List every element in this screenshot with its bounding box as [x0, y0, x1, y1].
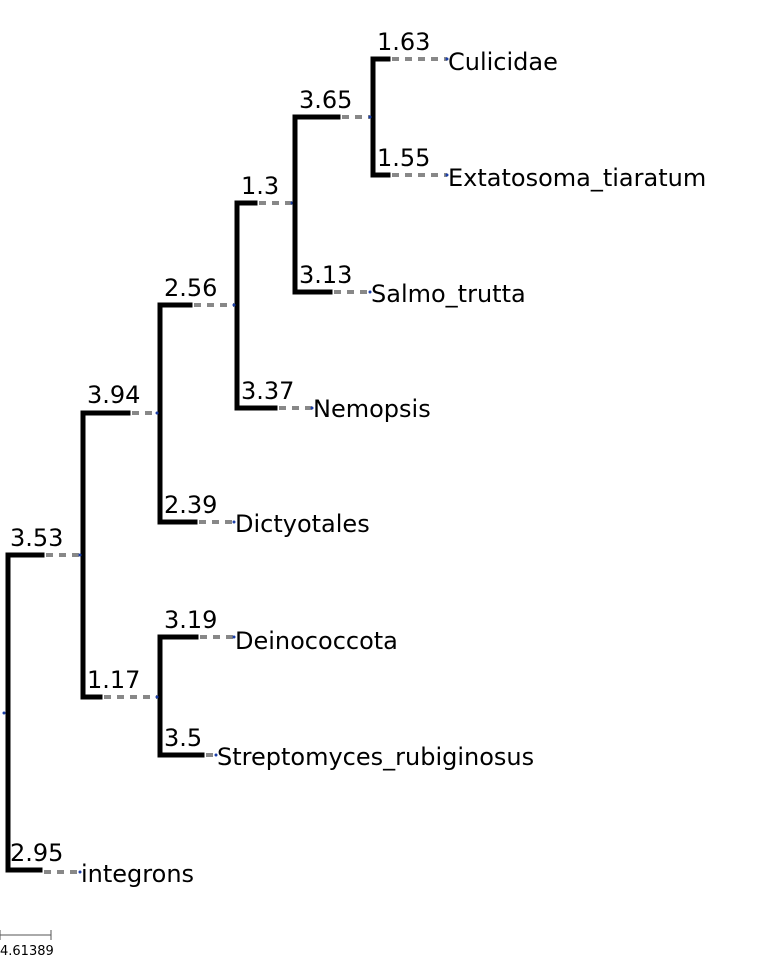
branch-length-root-a: 3.53: [10, 524, 63, 552]
clade-a: [78, 410, 157, 700]
branch-length-a-f: 1.17: [87, 666, 140, 694]
clade-f: [155, 634, 236, 758]
branch-length-deinococcota: 3.19: [164, 606, 217, 634]
clade-root: [2, 552, 82, 874]
branch-length-b-c: 2.56: [164, 274, 217, 302]
branch-length-dictyotales: 2.39: [164, 491, 217, 519]
clade-d: [292, 114, 372, 295]
branch-length-integrons: 2.95: [10, 839, 63, 867]
branch-length-nemopsis: 3.37: [241, 377, 294, 405]
branch-length-c-d: 1.3: [241, 172, 279, 200]
branch-length-extatosoma: 1.55: [377, 144, 430, 172]
leaf-label-salmo: Salmo_trutta: [371, 280, 526, 308]
branch-length-culicidae: 1.63: [377, 28, 430, 56]
leaf-label-integrons: integrons: [81, 860, 194, 888]
branch-length-d-e: 3.65: [299, 86, 352, 114]
leaf-label-deinococcota: Deinococcota: [235, 627, 398, 655]
clade-c: [232, 200, 314, 411]
scale-bar-label: 4.61389: [0, 944, 54, 959]
clade-e: [368, 56, 449, 178]
leaf-label-dictyotales: Dictyotales: [235, 510, 370, 538]
scale-bar: 4.61389: [0, 930, 54, 959]
branch-length-streptomyces: 3.5: [164, 724, 202, 752]
leaf-label-extatosoma: Extatosoma_tiaratum: [448, 164, 706, 192]
branch-length-salmo: 3.13: [299, 261, 352, 289]
leaf-label-streptomyces: Streptomyces_rubiginosus: [217, 743, 534, 771]
leaf-label-nemopsis: Nemopsis: [313, 395, 431, 423]
leaf-label-culicidae: Culicidae: [448, 48, 558, 76]
clade-b: [155, 302, 236, 525]
branch-length-a-b: 3.94: [87, 381, 140, 409]
